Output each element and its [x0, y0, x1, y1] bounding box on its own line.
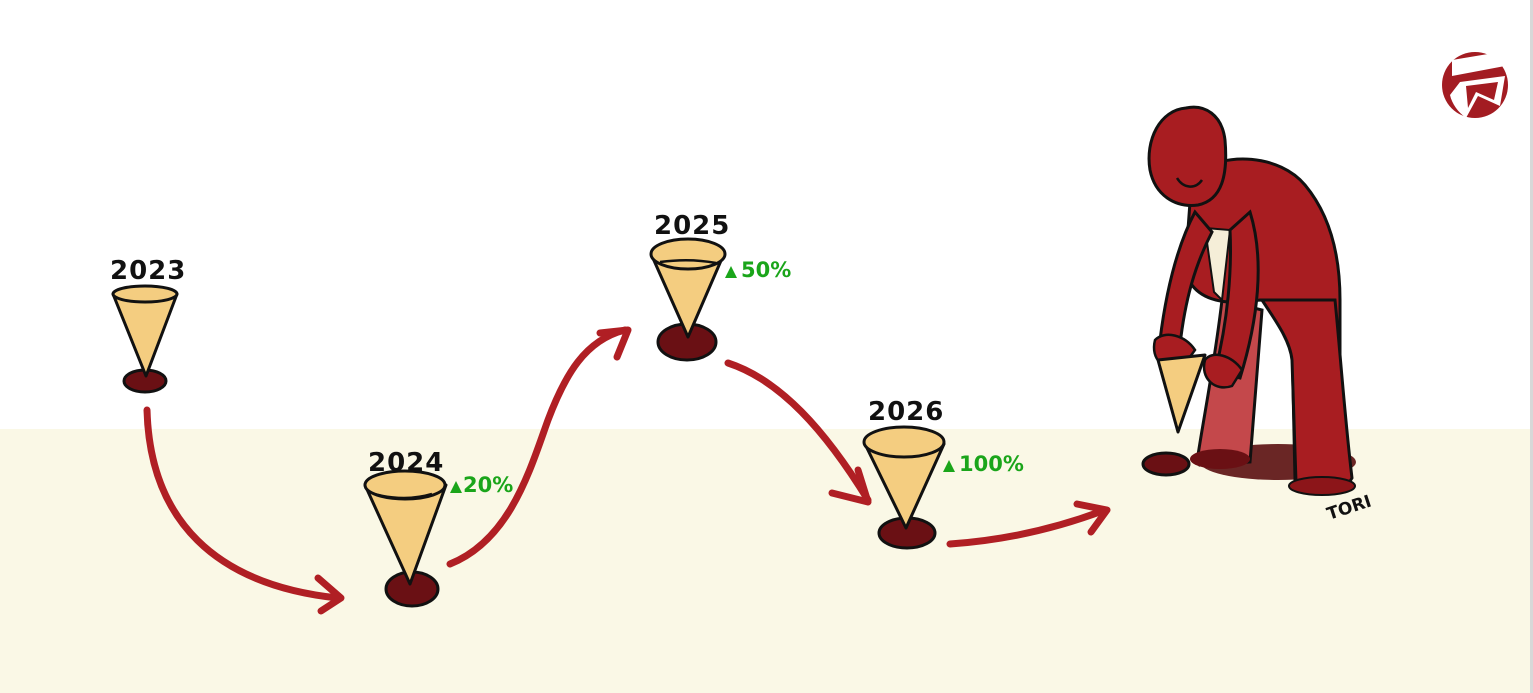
- year-label-2024: 2024: [368, 448, 444, 478]
- up-triangle-icon: [725, 266, 737, 278]
- arrow-2026-next: [946, 506, 1109, 548]
- change-label-2024: 20%: [463, 473, 513, 497]
- up-triangle-icon: [943, 460, 955, 472]
- cone-2023: 2023: [110, 256, 186, 394]
- year-label-2025: 2025: [654, 211, 730, 241]
- change-label-2026: 100%: [959, 452, 1024, 476]
- trend-arrows: [143, 326, 1111, 615]
- cone-2024: 2024 20%: [363, 448, 513, 608]
- arrow-2025-2026: [724, 359, 872, 504]
- up-triangle-icon: [450, 481, 462, 493]
- change-label-2025: 50%: [741, 258, 791, 282]
- arrow-2023-2024: [143, 406, 342, 602]
- year-label-2026: 2026: [868, 397, 944, 427]
- arrow-2024-2025: [446, 326, 629, 568]
- red-figure: [1141, 105, 1356, 496]
- year-label-2023: 2023: [110, 256, 186, 286]
- cone-2025: 2025 50%: [649, 211, 791, 362]
- brand-logo-icon: [1442, 52, 1508, 118]
- cone-2026: 2026 100%: [862, 397, 1024, 550]
- frame-edge: [1530, 0, 1533, 693]
